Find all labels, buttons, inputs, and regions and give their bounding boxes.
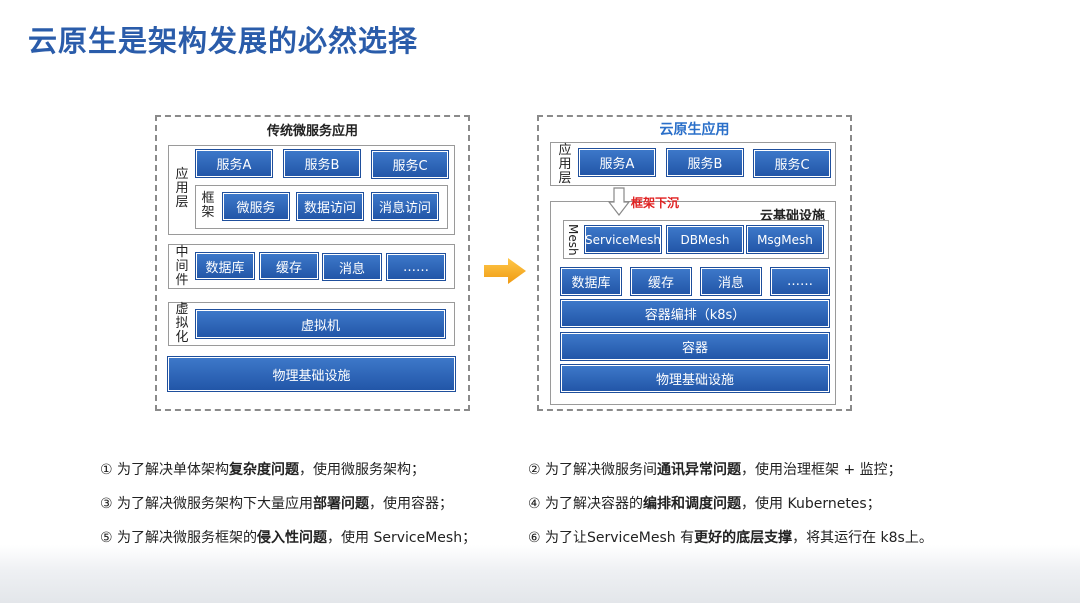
left-physical-infra: 物理基础设施 — [168, 357, 455, 391]
note-1: ① 为了解决单体架构复杂度问题，使用微服务架构； — [100, 462, 426, 478]
note-4: ④ 为了解决容器的编排和调度问题，使用 Kubernetes； — [528, 496, 881, 512]
right-middleware-database: 数据库 — [561, 268, 621, 295]
right-middleware-more: …… — [771, 268, 829, 295]
left-middleware-cache: 缓存 — [260, 253, 318, 279]
left-virtual-machine: 虚拟机 — [196, 310, 445, 338]
right-service-b: 服务B — [667, 149, 743, 176]
left-framework-data-access: 数据访问 — [297, 193, 363, 220]
left-app-layer-label: 应用层 — [175, 167, 189, 210]
note-5: ⑤ 为了解决微服务框架的侵入性问题，使用 ServiceMesh； — [100, 530, 477, 546]
background-floor — [0, 545, 1080, 603]
left-framework-label: 框架 — [201, 191, 215, 220]
right-app-layer-label: 应用层 — [558, 143, 572, 186]
left-service-c: 服务C — [372, 151, 448, 178]
left-middleware-label: 中间件 — [175, 245, 189, 288]
right-middleware-cache: 缓存 — [631, 268, 691, 295]
left-middleware-more: …… — [387, 254, 445, 280]
mesh-dbmesh: DBMesh — [667, 226, 743, 253]
container-orchestration: 容器编排（k8s） — [561, 300, 829, 327]
mesh-msgmesh: MsgMesh — [747, 226, 823, 253]
mesh-servicemesh: ServiceMesh — [585, 226, 661, 253]
note-3: ③ 为了解决微服务架构下大量应用部署问题，使用容器； — [100, 496, 454, 512]
right-service-a: 服务A — [579, 149, 655, 176]
left-framework-message-access: 消息访问 — [372, 193, 438, 220]
left-framework-microservice: 微服务 — [223, 193, 289, 220]
left-virtualization-label: 虚拟化 — [175, 302, 189, 345]
container-layer: 容器 — [561, 333, 829, 360]
mesh-label: Mesh — [566, 224, 580, 256]
down-arrow-icon — [608, 187, 630, 216]
cloud-native-panel-title: 云原生应用 — [659, 122, 730, 138]
left-middleware-message: 消息 — [323, 254, 381, 280]
left-service-a: 服务A — [196, 150, 272, 177]
page-title: 云原生是架构发展的必然选择 — [28, 24, 419, 58]
left-service-b: 服务B — [284, 150, 360, 177]
note-2: ② 为了解决微服务间通讯异常问题，使用治理框架 + 监控； — [528, 462, 902, 478]
right-physical-infra: 物理基础设施 — [561, 365, 829, 392]
framework-sink-label: 框架下沉 — [631, 196, 680, 210]
note-6: ⑥ 为了让ServiceMesh 有更好的底层支撑，将其运行在 k8s上。 — [528, 530, 933, 546]
right-service-c: 服务C — [754, 150, 830, 177]
right-middleware-message: 消息 — [701, 268, 761, 295]
right-arrow-icon — [484, 258, 526, 284]
traditional-panel-title: 传统微服务应用 — [266, 124, 358, 139]
left-middleware-database: 数据库 — [196, 253, 254, 279]
